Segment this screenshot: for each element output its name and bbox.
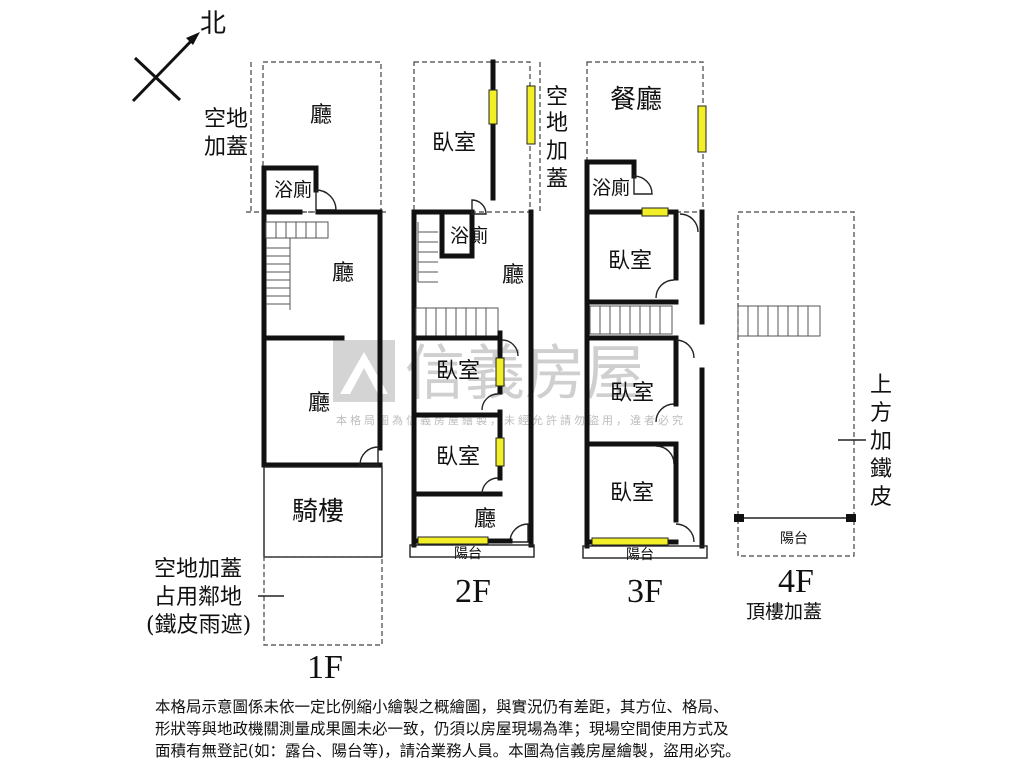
window-icon	[488, 89, 498, 125]
stairs-1f	[265, 221, 329, 310]
side-note-4f-5: 皮	[870, 485, 892, 510]
compass-cross-line	[133, 56, 182, 102]
door-swing-icon	[481, 393, 499, 411]
door-swing-icon	[655, 403, 675, 423]
annex-note-line1: 空地	[204, 107, 248, 132]
balcony-label-3f: 陽台	[626, 547, 654, 563]
room-bedroom-3f-c: 臥室	[610, 481, 654, 506]
compass: 北	[131, 9, 226, 103]
room-bath-3f: 浴廁	[592, 176, 630, 199]
disclaimer-line: 本格局示意圖係未依一定比例縮小繪製之概繪圖，與實況仍有差距，其方位、格局、	[155, 698, 729, 716]
floor-1f: 空地 加蓋 廳 浴廁 廳 廳 騎樓 空地加蓋 占用鄰地 (鐵皮雨遮) 1F	[146, 61, 386, 686]
bath-wall-1f	[261, 165, 319, 193]
side-note-4f-3: 加	[870, 429, 892, 454]
floor-label-2f: 2F	[455, 573, 491, 610]
balcony-outline-3f	[582, 545, 708, 559]
door-swing-icon	[675, 523, 695, 543]
floor-plan-drawing: 北 信義房屋 本格局圖為信義房屋繪製，未經允許請勿盜用，違者必究	[131, 9, 892, 686]
room-bedroom-2f-a: 臥室	[436, 359, 480, 384]
watermark-brand: 信義房屋	[405, 339, 645, 409]
balcony-label-4f: 陽台	[780, 531, 808, 547]
bath-wall-2f	[439, 209, 475, 259]
room-bedroom-2f-top: 臥室	[432, 131, 476, 156]
door-swing-icon	[471, 199, 487, 215]
disclaimer-line: 形狀等與地政機關測量成果圖未必一致，仍須以房屋現場為準；現場空間使用方式及	[155, 720, 729, 738]
north-arrow-icon	[131, 34, 198, 103]
room-bedroom-2f-b: 臥室	[436, 445, 480, 470]
room-bedroom-3f-b: 臥室	[610, 381, 654, 406]
door-swing-icon	[315, 189, 337, 211]
front-note-line3: (鐵皮雨遮)	[146, 613, 251, 638]
disclaimer-text: 本格局示意圖係未依一定比例縮小繪製之概繪圖，與實況仍有差距，其方位、格局、 形狀…	[155, 696, 1015, 762]
side-note-4f-2: 方	[870, 401, 892, 426]
side-note-4f-4: 鐵	[870, 457, 892, 482]
stairs-3f	[589, 305, 673, 335]
room-hall-1f-low: 廳	[308, 391, 330, 416]
room-hall-2f-front: 廳	[474, 507, 496, 532]
disclaimer-line: 面積有無登記(如：露台、陽台等)，請洽業務人員。本圖為信義房屋繪製，盜用必究。	[155, 742, 741, 760]
room-hall-2f: 廳	[502, 263, 524, 288]
annex-note-2f-3: 加	[546, 139, 568, 164]
annex-note-2f-2: 地	[546, 111, 568, 136]
floor-subtitle-4f: 頂樓加蓋	[746, 601, 822, 623]
window-icon	[526, 85, 536, 145]
balcony-label-2f: 陽台	[454, 546, 482, 562]
room-dining-3f: 餐廳	[610, 85, 662, 115]
room-hall-1f-mid: 廳	[332, 261, 354, 286]
door-swing-icon	[655, 279, 675, 299]
annex-note-2f-1: 空	[546, 85, 568, 110]
balcony-window-icon	[591, 537, 669, 546]
door-swing-icon	[633, 175, 653, 195]
stairs-2f	[415, 222, 499, 337]
window-icon	[697, 105, 707, 153]
floor-label-3f: 3F	[627, 573, 663, 610]
room-bath-1f: 浴廁	[274, 178, 312, 201]
balcony-outline-2f	[409, 544, 535, 558]
door-swing-icon	[679, 213, 699, 233]
door-swing-icon	[509, 523, 529, 543]
window-icon	[641, 207, 669, 217]
front-note-line2: 占用鄰地	[154, 585, 242, 610]
room-arcade: 騎樓	[292, 497, 344, 527]
floor-4f: 上 方 加 鐵 皮 陽台 4F 頂樓加蓋	[734, 211, 892, 623]
side-note-4f-1: 上	[870, 373, 892, 398]
room-hall-1f-top: 廳	[310, 103, 332, 128]
north-arrowhead-icon	[186, 32, 200, 45]
main-wall-1f	[261, 209, 383, 468]
front-annex-outline	[263, 556, 383, 646]
room-bedroom-3f-a: 臥室	[608, 249, 652, 274]
floor-3f: 餐廳 浴廁 臥室 臥室 臥室 陽台 3F	[582, 61, 708, 610]
window-icon	[495, 357, 505, 387]
front-note-line1: 空地加蓋	[154, 557, 242, 582]
balcony-window-icon	[417, 536, 489, 545]
bath-wall-3f	[584, 159, 637, 179]
floor-label-4f: 4F	[778, 563, 814, 600]
door-swing-icon	[501, 339, 519, 357]
rooftop-outline-4f	[737, 211, 855, 557]
window-icon	[495, 437, 505, 467]
floor-2f: 臥室 空 地 加 蓋 浴廁 廳 臥室 臥室 廳 陽台 2F	[409, 59, 568, 610]
door-swing-icon	[359, 446, 379, 466]
door-swing-icon	[675, 339, 695, 359]
floor-label-1f: 1F	[307, 649, 343, 686]
door-swing-icon	[655, 445, 675, 465]
stairs-4f	[737, 305, 821, 337]
annex-note-line2: 加蓋	[204, 135, 248, 160]
compass-north-label: 北	[200, 9, 226, 39]
watermark-notice: 本格局圖為信義房屋繪製，未經允許請勿盜用，違者必究	[336, 413, 686, 427]
annex-outline-1f	[262, 61, 382, 213]
room-bath-2f: 浴廁	[450, 224, 488, 247]
annex-note-2f-4: 蓋	[546, 167, 568, 192]
door-swing-icon	[481, 477, 499, 495]
